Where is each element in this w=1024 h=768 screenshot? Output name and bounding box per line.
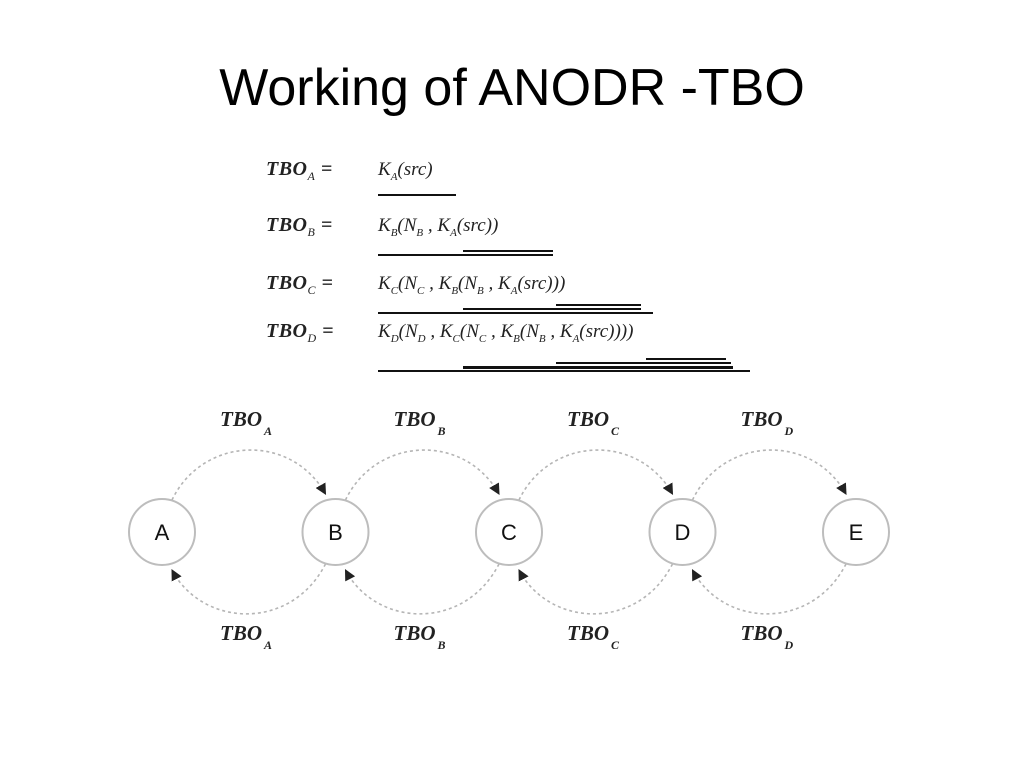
formula-lhs: TBOB = [266, 214, 333, 239]
formula-rhs: KA(src) [378, 159, 433, 183]
node-label: B [328, 520, 343, 545]
formula-row-d: TBOD = KD(ND , KC(NC , KB(NB , KA(src)))… [266, 320, 786, 360]
forward-edge [691, 449, 847, 501]
node-circle [648, 498, 717, 566]
edge-label-sub: D [784, 638, 794, 652]
node-label: C [501, 520, 517, 545]
node-label: E [849, 520, 864, 545]
node-circle [475, 498, 543, 566]
edge-label-sub: B [437, 638, 446, 652]
underline [378, 254, 553, 256]
formula-row-b: TBOB = KB(NB , KA(src)) [266, 214, 786, 254]
node-label: A [155, 520, 170, 545]
node-e: E [822, 498, 890, 566]
formula-rhs: KC(NC , KB(NB , KA(src))) [378, 273, 566, 297]
edges [171, 449, 847, 615]
forward-edge [171, 449, 327, 501]
formula-lhs: TBOD = [266, 320, 335, 345]
forward-edge [344, 449, 500, 501]
formula-row-c: TBOC = KC(NC , KB(NB , KA(src))) [266, 272, 786, 312]
slide-title: Working of ANODR -TBO [219, 59, 805, 117]
underline [463, 308, 641, 310]
backward-edge [171, 563, 327, 615]
node-circle [822, 498, 890, 566]
underline [463, 366, 733, 369]
underline [378, 312, 653, 314]
backward-edge [691, 563, 847, 615]
underline [646, 358, 726, 360]
forward-edge [518, 449, 674, 501]
node-circle [301, 498, 370, 566]
formula-row-a: TBOA = KA(src) [266, 158, 786, 198]
node-a: A [128, 498, 196, 566]
node-b: B [301, 498, 370, 566]
edge-label-sub: A [263, 638, 272, 652]
node-circle [128, 498, 196, 566]
underline [556, 362, 731, 364]
edge-label-sub: A [263, 424, 272, 438]
edge-label-sub: B [437, 424, 446, 438]
nodes: A B C D E [128, 498, 890, 566]
edge-label-sub: D [784, 424, 794, 438]
underline [556, 304, 641, 306]
underline [463, 250, 553, 252]
backward-edge [344, 563, 500, 615]
edge-label-sub: C [611, 638, 620, 652]
node-label: D [675, 520, 691, 545]
backward-edge [518, 563, 674, 615]
formula-lhs: TBOC = [266, 272, 334, 297]
node-c: C [475, 498, 543, 566]
underline [378, 194, 456, 196]
underline [378, 370, 750, 372]
edge-label-sub: C [611, 424, 620, 438]
formula-lhs: TBOA = [266, 158, 333, 183]
formula-rhs: KB(NB , KA(src)) [378, 215, 499, 239]
node-d: D [648, 498, 717, 566]
formula-rhs: KD(ND , KC(NC , KB(NB , KA(src)))) [378, 321, 634, 345]
